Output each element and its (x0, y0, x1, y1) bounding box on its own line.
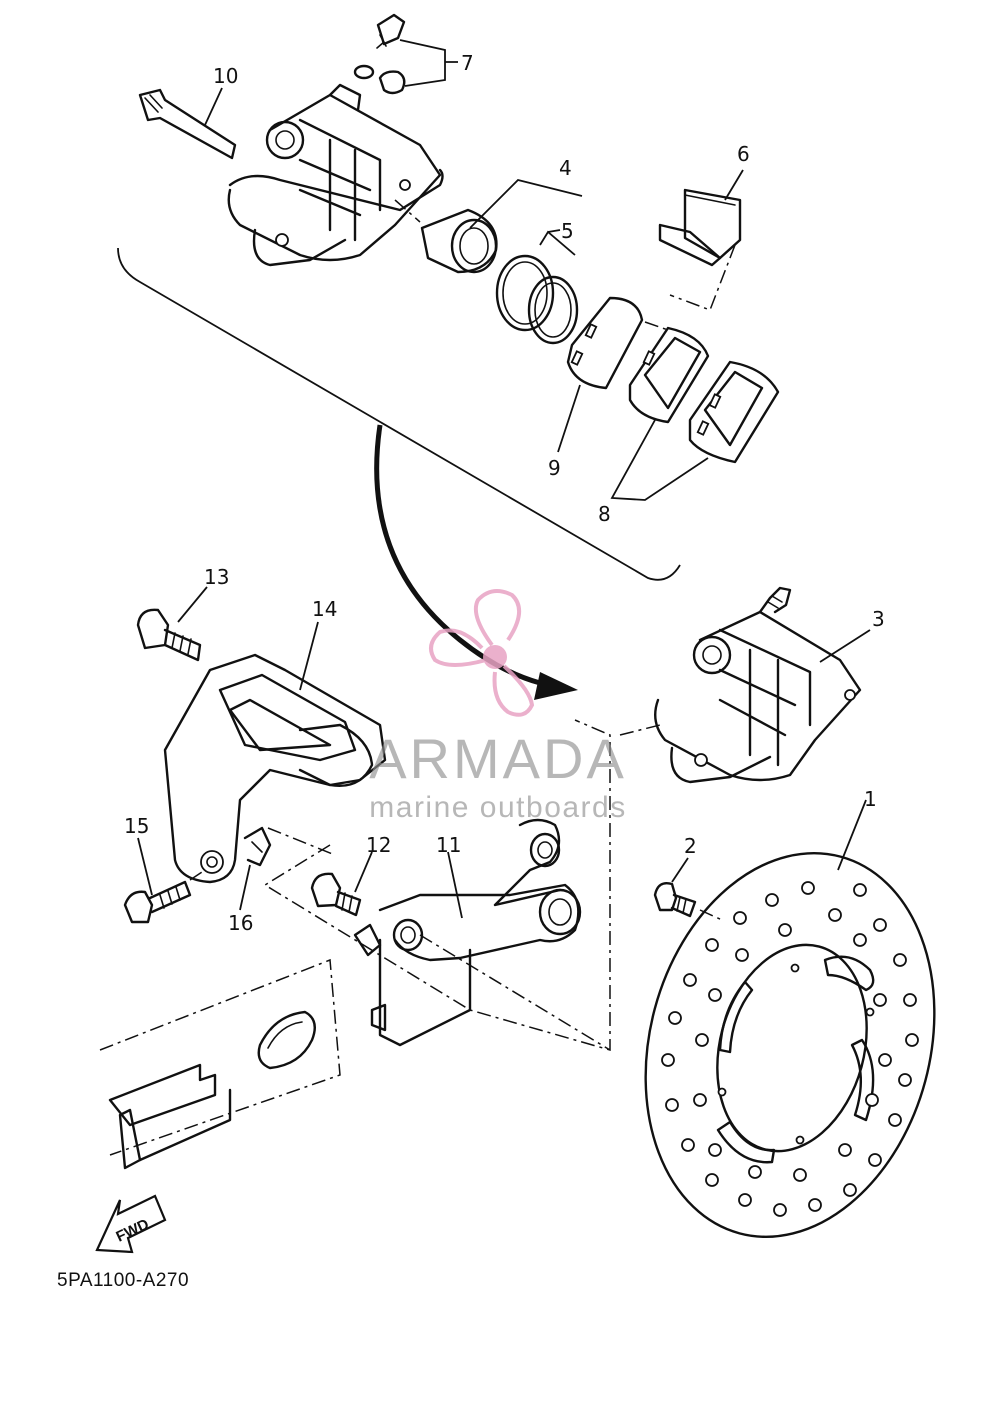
propeller-logo-icon (429, 589, 535, 717)
callout-12: 12 (366, 833, 391, 857)
brake-disc (644, 851, 936, 1239)
propeller-hub (483, 645, 507, 669)
clip-16 (243, 826, 272, 867)
callout-6: 6 (737, 142, 750, 166)
callout-1: 1 (864, 787, 877, 811)
pad-spring (658, 188, 742, 267)
leader-9 (557, 384, 581, 453)
callout-2: 2 (684, 834, 697, 858)
callout-11: 11 (436, 833, 461, 857)
leader-7 (399, 39, 458, 87)
callout-9: 9 (548, 456, 561, 480)
bleed-screw-set (353, 13, 406, 95)
propeller-blade-right (492, 664, 535, 717)
dash-upper-b (394, 199, 669, 331)
callout-7: 7 (461, 51, 474, 75)
shim-plate (566, 296, 644, 390)
piston (420, 208, 498, 274)
piston-seals (495, 254, 579, 345)
leader-3 (819, 629, 871, 663)
assembly-group-bracket (117, 247, 681, 581)
bolt-13 (136, 608, 202, 662)
transfer-arrow (374, 424, 541, 686)
leader-16 (239, 864, 251, 911)
bolt-15 (123, 880, 192, 924)
leader-15 (137, 837, 153, 896)
callout-14: 14 (312, 597, 337, 621)
leader-6 (724, 169, 744, 201)
leader-1 (837, 799, 867, 871)
leader-11 (447, 851, 463, 919)
mount-dash-lines (263, 719, 661, 1051)
callout-13: 13 (204, 565, 229, 589)
rotor-screw (653, 881, 697, 918)
swingarm (99, 958, 341, 1170)
callout-3: 3 (872, 607, 885, 631)
callout-15: 15 (124, 814, 149, 838)
dash-15 (189, 869, 206, 881)
callout-8: 8 (598, 502, 611, 526)
caliper-bracket (163, 653, 387, 884)
fwd-label: FWD (114, 1216, 152, 1246)
callout-4: 4 (559, 156, 572, 180)
caliper-body-upper (227, 83, 444, 267)
leader-2 (671, 857, 689, 883)
leader-10 (204, 87, 223, 126)
caliper-pin (138, 88, 237, 160)
leader-12 (354, 851, 373, 893)
torque-arm (353, 818, 582, 1047)
watermark-brand: ARMADA (369, 727, 627, 790)
leader-4-5 (469, 179, 583, 256)
callout-16: 16 (228, 911, 253, 935)
transfer-arrowhead (534, 672, 578, 700)
fwd-arrow: FWD (95, 1194, 167, 1254)
brake-pad-outer (688, 360, 780, 464)
bolt-12 (310, 872, 362, 917)
callout-10: 10 (213, 64, 238, 88)
propeller-blade-top (473, 589, 521, 647)
watermark-tagline: marine outboards (369, 791, 626, 824)
leader-14 (299, 621, 319, 691)
brake-pad-inner (628, 326, 710, 424)
callout-5: 5 (561, 219, 574, 243)
propeller-blade-left (429, 628, 487, 667)
armada-watermark: ARMADA marine outboards (369, 589, 627, 824)
reference-code: 5PA1100-A270 (57, 1270, 190, 1291)
caliper-assembled (654, 586, 862, 784)
leader-8 (610, 419, 709, 501)
leader-13 (177, 586, 208, 623)
